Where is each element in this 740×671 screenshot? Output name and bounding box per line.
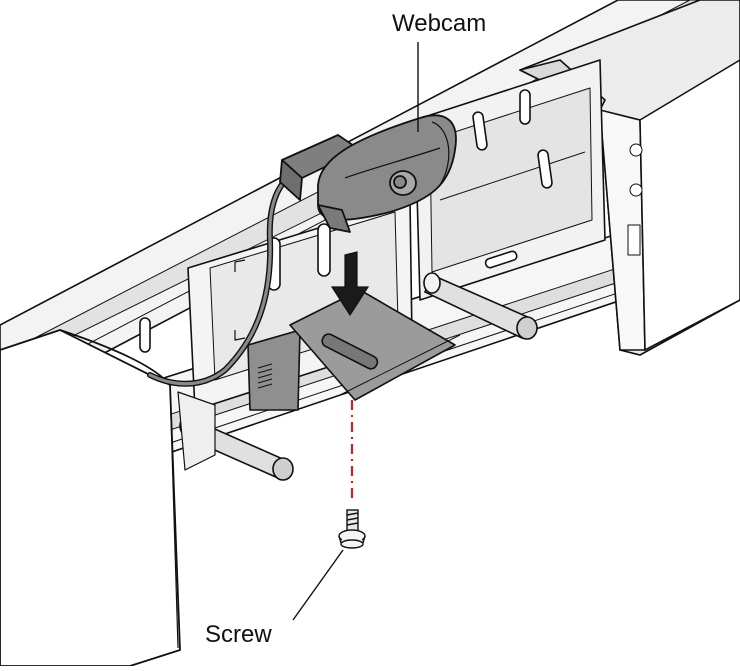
mounting-plate	[247, 289, 461, 411]
left-housing	[0, 329, 216, 667]
screw-leader-line	[292, 549, 344, 621]
right-housing	[414, 0, 740, 356]
webcam-body	[279, 114, 457, 233]
plate-ridges	[257, 363, 273, 389]
standoff-right	[423, 272, 538, 340]
screw-icon	[338, 509, 366, 549]
webcam-label: Webcam	[392, 10, 487, 37]
screw-label: Screw	[205, 621, 272, 648]
down-arrow-icon	[330, 251, 370, 317]
